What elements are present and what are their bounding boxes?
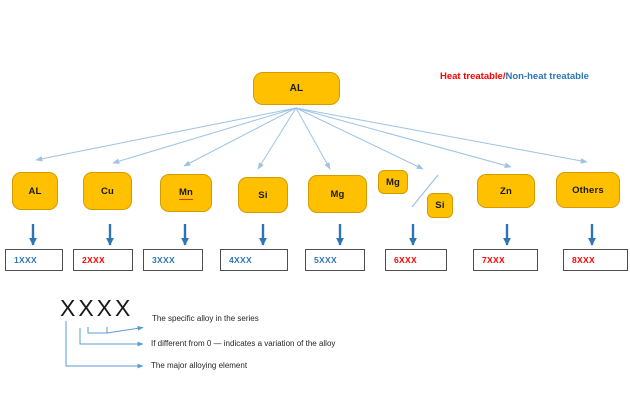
node-others-label: Others [572, 184, 604, 196]
node-cu: Cu [83, 172, 132, 210]
node-zn: Zn [477, 174, 535, 208]
annotation-variation: If different from 0 — indicates a variat… [151, 339, 336, 348]
series-label-6xxx: 6XXX [394, 255, 417, 265]
node-al: AL [12, 172, 58, 210]
node-si-small: Si [427, 193, 453, 218]
annot-arrow-major [65, 321, 144, 369]
node-mg-small: Mg [378, 170, 408, 194]
legend: Heat treatable/Non-heat treatable [440, 71, 589, 82]
fan-line-mg [295, 107, 331, 170]
annot-arrow-variation [79, 328, 144, 347]
series-box-4xxx: 4XXX [220, 249, 288, 271]
node-mn-label: Mn [178, 186, 194, 200]
annot-arrow-specific [106, 325, 144, 334]
node-si-small-label: Si [435, 200, 445, 211]
fan-lines [35, 107, 588, 170]
series-box-3xxx: 3XXX [143, 249, 203, 271]
legend-heat-treatable: Heat treatable/ [440, 71, 506, 82]
alloy-code: XXXX [60, 295, 134, 321]
fan-line-others [295, 107, 588, 164]
node-mg-label: Mg [330, 188, 345, 200]
node-cu-label: Cu [100, 185, 115, 197]
series-label-4xxx: 4XXX [229, 255, 252, 265]
digit-bracket [87, 327, 108, 334]
node-mg-small-label: Mg [385, 176, 401, 188]
series-box-7xxx: 7XXX [473, 249, 538, 271]
series-label-3xxx: 3XXX [152, 255, 175, 265]
series-arrows [29, 224, 596, 246]
series-box-8xxx: 8XXX [563, 249, 628, 271]
node-mn: Mn [160, 174, 212, 212]
fan-line-mgsi [295, 107, 424, 170]
series-box-6xxx: 6XXX [385, 249, 447, 271]
annotation-major-element: The major alloying element [151, 361, 248, 370]
node-others: Others [556, 172, 620, 208]
mg-si-slash [411, 174, 439, 208]
node-root-al: AL [253, 72, 340, 105]
annotation-specific-alloy: The specific alloy in the series [152, 314, 259, 323]
node-mg: Mg [308, 175, 367, 213]
series-box-5xxx: 5XXX [305, 249, 365, 271]
annotation-lines [65, 321, 144, 369]
fan-line-zn [295, 107, 512, 169]
node-si: Si [238, 177, 288, 213]
series-label-8xxx: 8XXX [572, 255, 595, 265]
series-box-1xxx: 1XXX [5, 249, 63, 271]
node-zn-label: Zn [499, 185, 512, 197]
series-label-2xxx: 2XXX [82, 255, 105, 265]
fan-line-al [35, 107, 297, 162]
node-si-label: Si [258, 189, 268, 201]
legend-non-heat-treatable: Non-heat treatable [505, 71, 589, 82]
node-al-label: AL [28, 185, 42, 197]
fan-line-mn [183, 107, 297, 167]
series-label-1xxx: 1XXX [14, 255, 37, 265]
fan-line-si [257, 107, 297, 170]
fan-line-cu [112, 107, 297, 164]
series-label-5xxx: 5XXX [314, 255, 337, 265]
node-root-label: AL [289, 83, 304, 94]
series-box-2xxx: 2XXX [73, 249, 133, 271]
series-label-7xxx: 7XXX [482, 255, 505, 265]
